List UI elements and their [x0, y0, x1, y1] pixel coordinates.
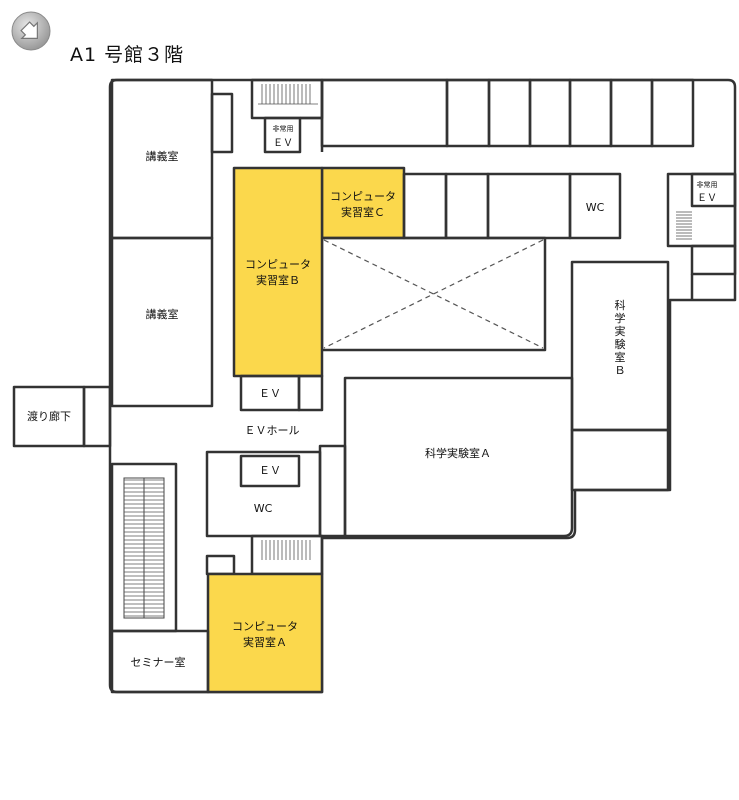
stairs-lower: [250, 534, 324, 576]
label-emergency-right-1: 非常用: [697, 180, 718, 189]
label-wc-top: WC: [586, 201, 605, 214]
label-science-b-2: 学: [615, 311, 626, 325]
emergency-ev-right[interactable]: [690, 172, 737, 208]
elevator-2[interactable]: [239, 454, 301, 488]
label-lecture-1: 講義室: [146, 149, 179, 163]
stairs-top: [250, 78, 324, 120]
label-emergency-top-2: ＥＶ: [273, 138, 293, 149]
page-title: A1 号館３階: [70, 44, 185, 66]
label-science-a: 科学実験室Ａ: [425, 446, 491, 460]
back-button[interactable]: [10, 10, 52, 52]
emergency-ev-top[interactable]: [263, 116, 302, 154]
label-lecture-2: 講義室: [146, 307, 179, 321]
room-computer-b[interactable]: [232, 166, 324, 378]
room-computer-c[interactable]: [320, 166, 406, 240]
label-ev-2: ＥＶ: [259, 464, 281, 477]
label-corridor: 渡り廊下: [27, 409, 71, 423]
atrium-void: [320, 236, 547, 352]
room-computer-a[interactable]: [206, 572, 324, 694]
label-science-b-4: 験: [615, 337, 626, 351]
label-computer-a-1: コンピュータ: [232, 620, 298, 633]
label-science-b-5: 室: [615, 350, 626, 364]
room-lecture-2[interactable]: [110, 236, 214, 408]
storage-small: [210, 92, 234, 154]
label-computer-c-1: コンピュータ: [330, 190, 396, 203]
label-ev-1: ＥＶ: [259, 387, 281, 400]
room-wc-top[interactable]: [568, 172, 622, 240]
label-science-b-1: 科: [615, 298, 626, 312]
label-seminar: セミナー室: [131, 655, 186, 669]
label-emergency-right-2: ＥＶ: [697, 193, 717, 204]
label-science-b-6: Ｂ: [615, 364, 626, 377]
label-computer-a-2: 実習室Ａ: [243, 635, 287, 649]
room-science-a[interactable]: [343, 376, 574, 538]
arrow-down-right-icon: [11, 11, 51, 51]
label-computer-b-1: コンピュータ: [245, 258, 311, 271]
label-wc-center: WC: [254, 502, 273, 515]
label-emergency-top-1: 非常用: [273, 124, 294, 133]
room-seminar[interactable]: [110, 629, 210, 694]
label-science-b-3: 実: [615, 324, 626, 338]
label-ev-hall: ＥＶホール: [245, 424, 300, 437]
label-computer-c-2: 実習室Ｃ: [341, 205, 385, 219]
label-computer-b-2: 実習室Ｂ: [256, 273, 300, 287]
